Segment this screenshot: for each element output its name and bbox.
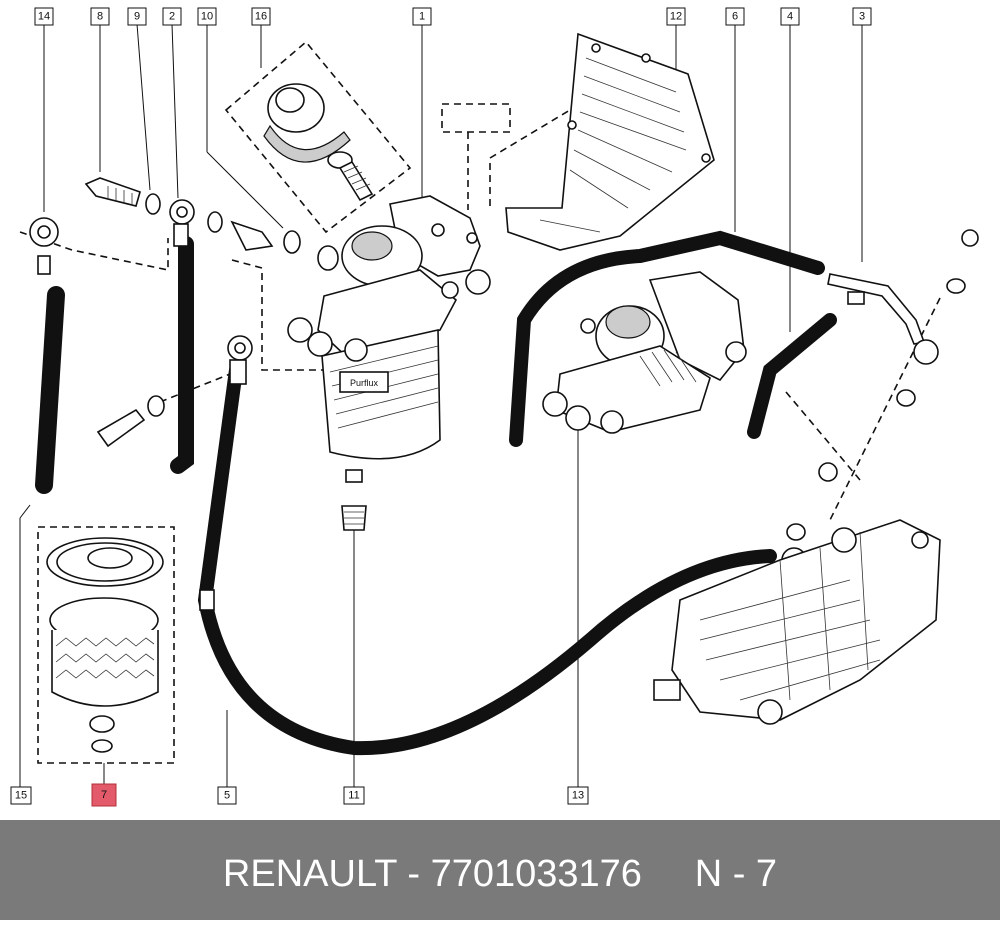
callout-5: 5: [217, 786, 237, 805]
callout-16: 16: [251, 7, 271, 26]
svg-text:2: 2: [169, 11, 175, 23]
callout-1: 1: [412, 7, 432, 26]
callout-14: 14: [34, 7, 54, 26]
filter-head-cap-kit: [263, 83, 374, 202]
filter-head-alt-view: [542, 271, 747, 434]
svg-text:16: 16: [255, 11, 267, 23]
leader-lines: [19, 23, 863, 788]
svg-text:3: 3: [859, 11, 865, 23]
callout-11: 11: [343, 786, 365, 805]
svg-text:7: 7: [101, 789, 107, 801]
svg-text:1: 1: [419, 11, 425, 23]
callout-9: 9: [127, 7, 147, 26]
callout-3: 3: [852, 7, 872, 26]
svg-text:6: 6: [732, 11, 738, 23]
callout-13: 13: [567, 786, 589, 805]
filter-brand-label: Purflux: [350, 378, 379, 388]
mounting-bracket: [505, 32, 715, 251]
callout-2: 2: [162, 7, 182, 26]
callout-7: 7: [91, 783, 117, 807]
svg-text:9: 9: [134, 11, 140, 23]
callout-labels: 14 8 9 2 10 16 1 12 6 4 3 15 7 5 11 13: [10, 7, 872, 807]
svg-text:14: 14: [38, 11, 50, 23]
fuel-filter-exploded-diagram: Purflux: [10, 7, 979, 807]
brand-name: RENAULT: [222, 853, 397, 895]
filter-element-kit: [46, 537, 164, 753]
callout-10: 10: [197, 7, 217, 26]
part-caption: RENAULT - 7701033176 N - 7: [0, 820, 1000, 920]
svg-text:11: 11: [348, 790, 359, 802]
caption-gap: [642, 853, 695, 895]
svg-text:4: 4: [787, 11, 793, 23]
callout-8: 8: [90, 7, 110, 26]
callout-4: 4: [780, 7, 800, 26]
fittings: [29, 177, 979, 611]
svg-text:10: 10: [201, 11, 213, 23]
part-number: 7701033176: [430, 853, 642, 895]
callout-12: 12: [666, 7, 686, 26]
caption-separator: -: [396, 853, 431, 895]
svg-text:13: 13: [572, 790, 584, 802]
svg-text:12: 12: [670, 11, 682, 23]
svg-text:15: 15: [15, 790, 27, 802]
fuel-filter-assembly: Purflux: [287, 195, 491, 460]
fuel-hoses: [35, 230, 837, 756]
drain-plug: [341, 469, 367, 531]
callout-6: 6: [725, 7, 745, 26]
callout-15: 15: [10, 786, 32, 805]
svg-text:8: 8: [97, 11, 103, 23]
footer-bar: RENAULT - 7701033176 N - 7: [0, 820, 1000, 920]
diagram-position: N - 7: [694, 853, 778, 895]
svg-text:5: 5: [224, 790, 230, 802]
fuel-pipe: [827, 273, 939, 365]
injection-pump: [653, 519, 941, 725]
